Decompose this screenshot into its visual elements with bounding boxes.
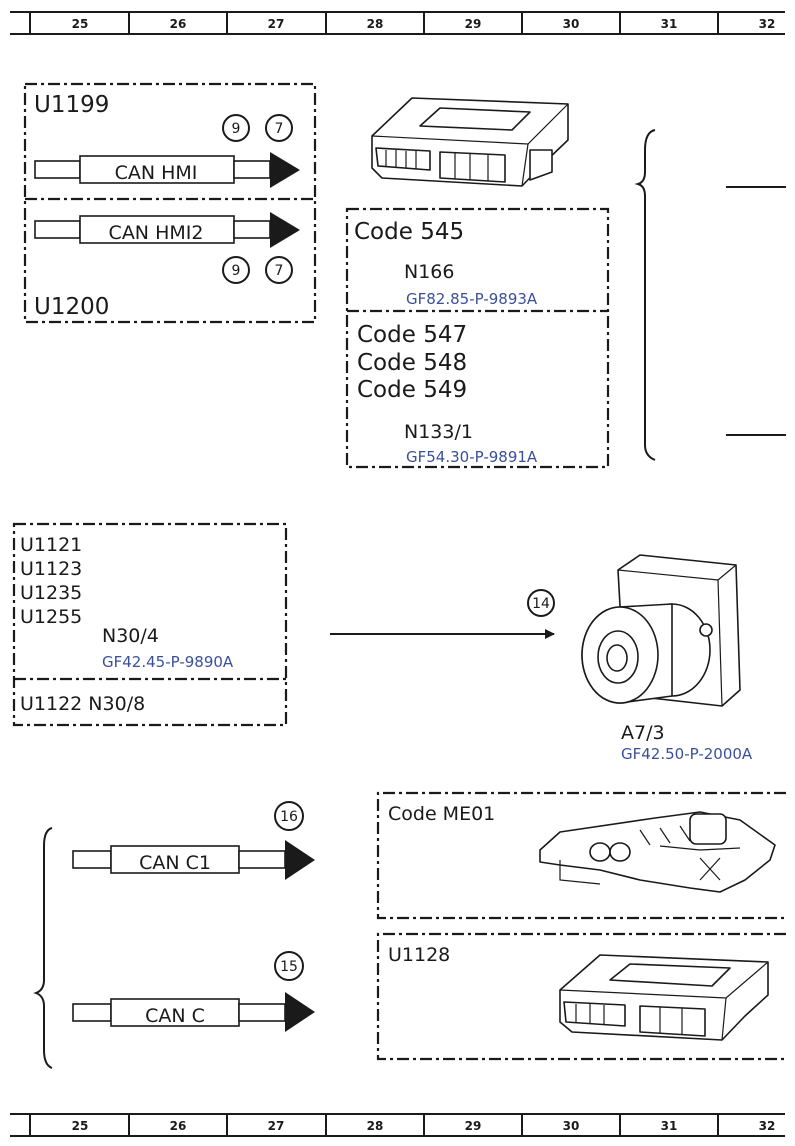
code-me01-group: Code ME01 bbox=[376, 791, 786, 920]
can-hmi-bus-arrow bbox=[34, 152, 300, 188]
column-31: 31 bbox=[661, 17, 678, 31]
connector-circle-15 bbox=[274, 951, 304, 981]
ref-gf42-50-link[interactable]: GF42.50-P-2000A bbox=[621, 745, 753, 763]
column-ruler-top: 25 26 27 28 29 30 31 32 bbox=[10, 11, 785, 35]
component-n133-1: N133/1 bbox=[404, 421, 473, 443]
component-a7-3: A7/3 bbox=[621, 722, 665, 744]
column-30: 30 bbox=[563, 17, 580, 31]
module-u1255: U1255 bbox=[20, 606, 82, 628]
connector-circle-7-top bbox=[265, 114, 293, 142]
bus-can-hmi-label: CAN HMI bbox=[115, 162, 198, 184]
module-u1128: U1128 bbox=[388, 944, 450, 966]
u1199-u1200-frame bbox=[23, 82, 317, 324]
brace-right-top bbox=[634, 129, 786, 461]
connector-9-bottom-label: 9 bbox=[232, 263, 241, 279]
module-u1123: U1123 bbox=[20, 558, 82, 580]
column-32: 32 bbox=[759, 17, 776, 31]
column-26-bottom: 26 bbox=[170, 1119, 187, 1133]
code-548-label: Code 548 bbox=[357, 350, 467, 376]
column-31-bottom: 31 bbox=[661, 1119, 678, 1133]
can-hmi2-bus-arrow bbox=[34, 212, 300, 248]
u1128-frame bbox=[376, 932, 786, 1061]
code-me01-label: Code ME01 bbox=[388, 803, 495, 825]
bus-can-hmi2-label: CAN HMI2 bbox=[109, 222, 204, 244]
connector-circle-9-top bbox=[222, 114, 250, 142]
u1128-group: U1128 bbox=[376, 932, 786, 1061]
connector-7-bottom-label: 7 bbox=[275, 263, 284, 279]
code-545-label: Code 545 bbox=[354, 219, 464, 245]
code-545-group: Code 545 N166 GF82.85-P-9893A Code 547 C… bbox=[345, 207, 610, 469]
column-29-bottom: 29 bbox=[465, 1119, 482, 1133]
signal-arrow-14 bbox=[330, 589, 555, 639]
can-c1-bus-arrow bbox=[72, 840, 315, 880]
connector-15-label: 15 bbox=[280, 959, 298, 975]
n30-group: U1121 U1123 U1235 U1255 N30/4 GF42.45-P-… bbox=[12, 522, 288, 727]
ref-gf54-30-link[interactable]: GF54.30-P-9891A bbox=[406, 448, 538, 466]
column-28: 28 bbox=[367, 17, 384, 31]
component-n166: N166 bbox=[404, 261, 454, 283]
connector-16-label: 16 bbox=[280, 809, 298, 825]
code-me01-frame bbox=[376, 791, 786, 920]
code-545-frame bbox=[345, 207, 610, 469]
connector-14-label: 14 bbox=[532, 596, 550, 612]
brace-left-bottom bbox=[33, 827, 53, 1069]
column-25: 25 bbox=[72, 17, 89, 31]
module-u1122-n30-8: U1122 N30/8 bbox=[20, 693, 145, 715]
a7-3-illustration bbox=[581, 554, 741, 707]
bus-can-c1-label: CAN C1 bbox=[139, 852, 211, 874]
ref-gf82-85-link[interactable]: GF82.85-P-9893A bbox=[406, 290, 538, 308]
connector-circle-9-bottom bbox=[222, 256, 250, 284]
control-unit-illustration-top bbox=[371, 97, 569, 187]
component-n30-4: N30/4 bbox=[102, 625, 159, 647]
connector-7-top-label: 7 bbox=[275, 121, 284, 137]
connector-circle-7-bottom bbox=[265, 256, 293, 284]
code-549-label: Code 549 bbox=[357, 377, 467, 403]
connector-9-top-label: 9 bbox=[232, 121, 241, 137]
module-u1235: U1235 bbox=[20, 582, 82, 604]
column-27: 27 bbox=[268, 17, 285, 31]
engine-control-unit-illustration bbox=[539, 811, 776, 893]
module-u1121: U1121 bbox=[20, 534, 82, 556]
column-ruler-bottom: 25 26 27 28 29 30 31 32 bbox=[10, 1113, 785, 1137]
column-29: 29 bbox=[465, 17, 482, 31]
column-27-bottom: 27 bbox=[268, 1119, 285, 1133]
n30-frame bbox=[12, 522, 288, 727]
bus-can-c-label: CAN C bbox=[145, 1005, 205, 1027]
column-32-bottom: 32 bbox=[759, 1119, 776, 1133]
code-547-label: Code 547 bbox=[357, 322, 467, 348]
ref-gf42-45-link[interactable]: GF42.45-P-9890A bbox=[102, 653, 234, 671]
column-26: 26 bbox=[170, 17, 187, 31]
column-30-bottom: 30 bbox=[563, 1119, 580, 1133]
column-25-bottom: 25 bbox=[72, 1119, 89, 1133]
module-u1200: U1200 bbox=[34, 294, 109, 320]
can-c-bus-arrow bbox=[72, 992, 315, 1032]
control-unit-illustration-bottom bbox=[559, 954, 769, 1041]
module-u1199: U1199 bbox=[34, 92, 109, 118]
column-28-bottom: 28 bbox=[367, 1119, 384, 1133]
u1199-u1200-group: U1199 9 7 CAN HMI CAN HMI2 9 7 U1200 bbox=[23, 82, 317, 324]
connector-circle-16 bbox=[274, 801, 304, 831]
